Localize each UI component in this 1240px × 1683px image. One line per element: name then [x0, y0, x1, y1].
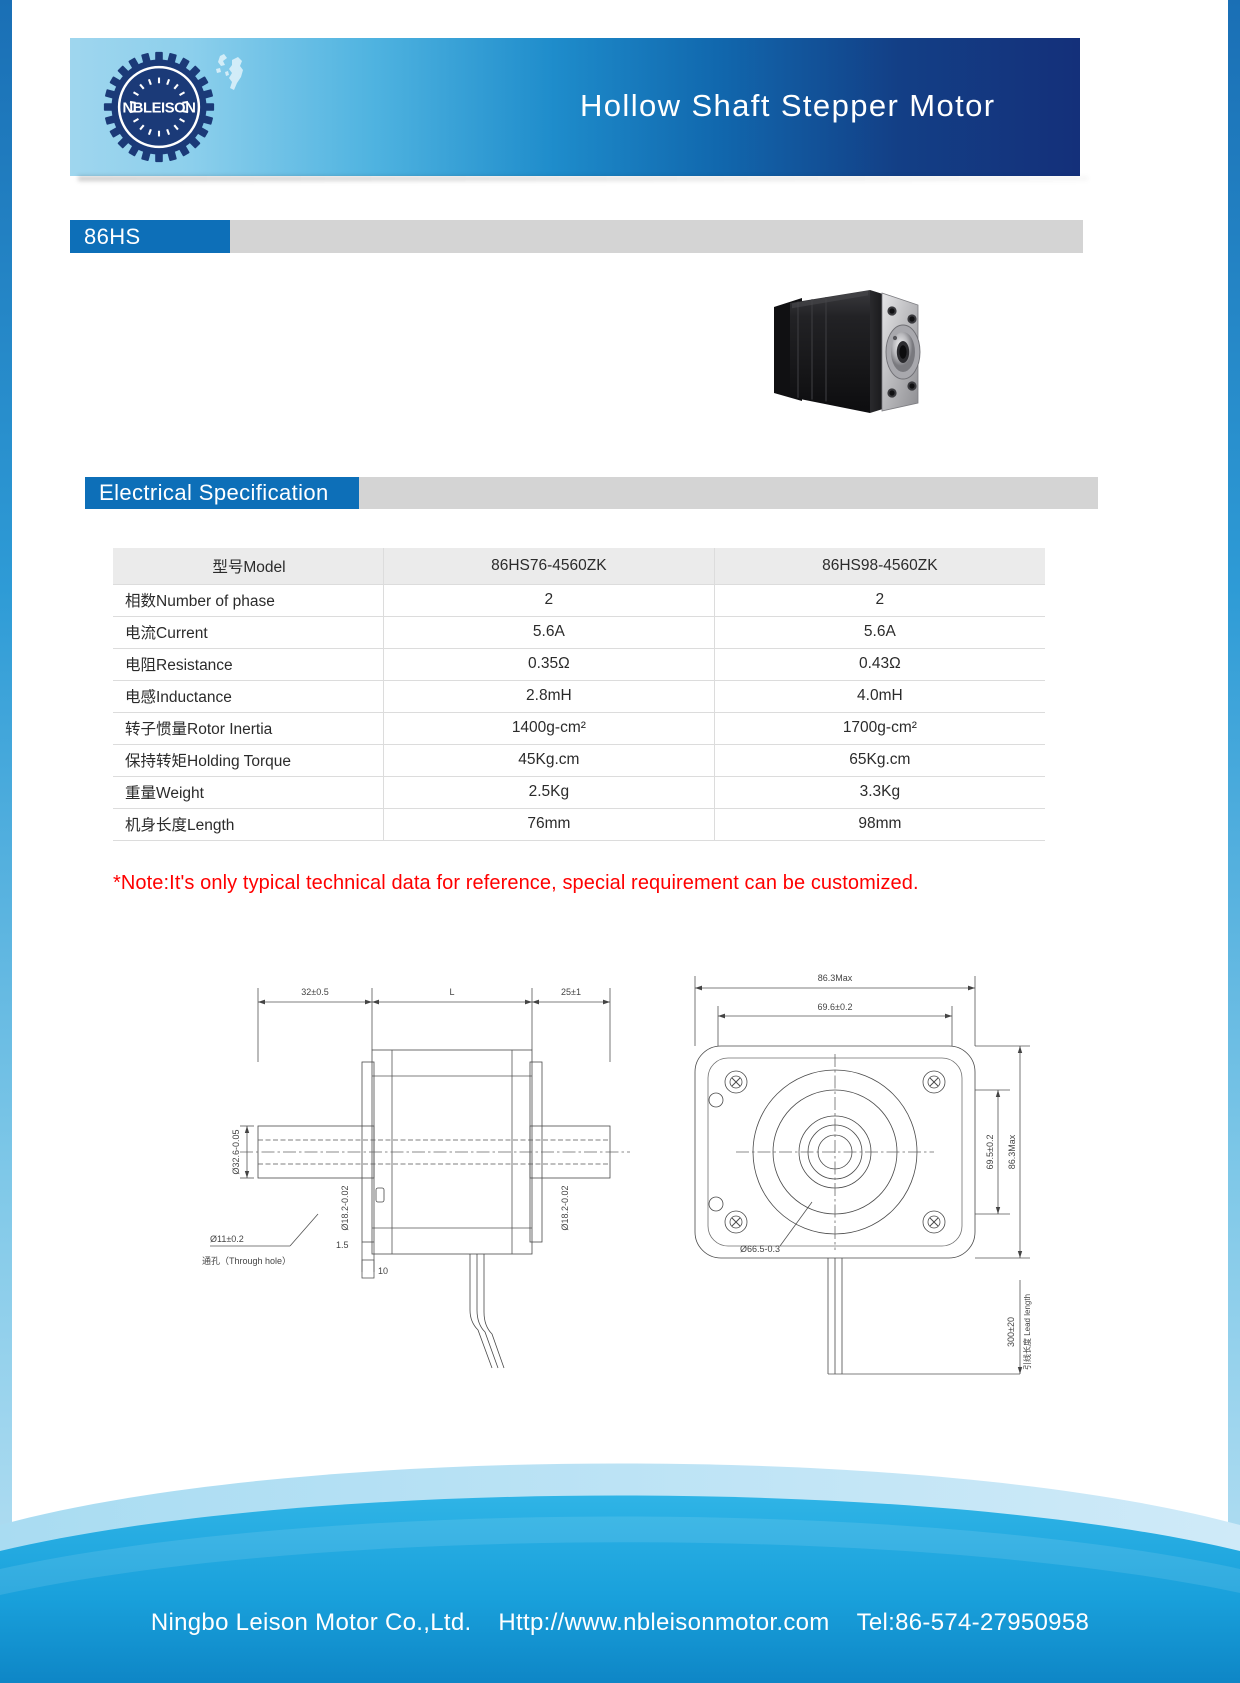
table-header-row: 型号Model 86HS76-4560ZK 86HS98-4560ZK	[113, 548, 1045, 585]
footer-telephone: Tel:86-574-27950958	[856, 1609, 1090, 1636]
dim-front: 32±0.5	[301, 987, 328, 997]
dim-throughhole: Ø11±0.2	[210, 1234, 244, 1244]
row-value-1: 2.5Kg	[383, 776, 715, 809]
section-label-series: 86HS	[70, 220, 230, 253]
row-value-2: 1700g-cm²	[714, 712, 1045, 745]
table-row: 保持转矩Holding Torque 45Kg.cm 65Kg.cm	[113, 744, 1045, 777]
row-value-2: 98mm	[714, 808, 1045, 841]
footer-wave-band	[0, 1463, 1240, 1683]
row-value-1: 1400g-cm²	[383, 712, 715, 745]
table-row: 电流Current 5.6A 5.6A	[113, 616, 1045, 649]
section-tail-series	[230, 220, 1083, 253]
uk-map-silhouette-icon	[216, 54, 243, 90]
dim-small-1: 1.5	[336, 1240, 349, 1250]
row-value-1: 0.35Ω	[383, 648, 715, 681]
row-value-1: 76mm	[383, 808, 715, 841]
page-edge-stripe-right	[1228, 0, 1240, 1683]
table-row: 机身长度Length 76mm 98mm	[113, 808, 1045, 841]
table-row: 转子惯量Rotor Inertia 1400g-cm² 1700g-cm²	[113, 712, 1045, 745]
product-photo-hollow-shaft-stepper-motor	[774, 290, 921, 413]
table-header-model-2: 86HS98-4560ZK	[714, 548, 1045, 585]
table-header-model: 型号Model	[113, 548, 384, 585]
company-logo: NBLEISON	[102, 50, 216, 164]
row-label: 重量Weight	[113, 776, 384, 809]
dim-bolt: 69.6±0.2	[818, 1002, 853, 1012]
row-label: 电流Current	[113, 616, 384, 649]
drawing-canvas: 32±0.5 L 25±1	[202, 973, 1032, 1375]
dim-bore-left: Ø18.2-0.02	[340, 1185, 350, 1230]
row-value-2: 5.6A	[714, 616, 1045, 649]
technical-data-note: *Note:It's only typical technical data f…	[113, 872, 919, 894]
dim-pilot: Ø66.5-0.3	[740, 1244, 780, 1254]
row-value-2: 4.0mH	[714, 680, 1045, 713]
row-label: 转子惯量Rotor Inertia	[113, 712, 384, 745]
table-row: 重量Weight 2.5Kg 3.3Kg	[113, 776, 1045, 809]
section-header-series: 86HS	[70, 220, 1083, 253]
section-label-electrical: Electrical Specification	[85, 477, 359, 509]
dimensional-drawings: 32±0.5 L 25±1	[140, 950, 1040, 1420]
row-label: 机身长度Length	[113, 808, 384, 841]
dim-height-inner: 69.5±0.2	[985, 1135, 995, 1170]
dim-body: L	[449, 987, 454, 997]
table-header-model-1: 86HS76-4560ZK	[383, 548, 715, 585]
page-title: Hollow Shaft Stepper Motor	[580, 88, 996, 123]
gear-badge-icon: NBLEISON	[103, 51, 215, 163]
label-lead: 引线长度 Lead length	[1022, 1294, 1032, 1370]
section-tail-electrical	[359, 477, 1098, 509]
dim-shaft-od: Ø32.6-0.05	[231, 1129, 241, 1174]
row-value-2: 2	[714, 584, 1045, 617]
page-edge-stripe-left	[0, 0, 12, 1683]
row-value-1: 2.8mH	[383, 680, 715, 713]
row-value-1: 2	[383, 584, 715, 617]
dim-rear: 25±1	[561, 987, 581, 997]
section-header-electrical: Electrical Specification	[85, 477, 1098, 509]
footer-website[interactable]: Http://www.nbleisonmotor.com	[498, 1609, 830, 1636]
dim-lead: 300±20	[1006, 1317, 1016, 1347]
page-header-banner: NBLEISON Hollow Shaft Stepper Motor	[70, 38, 1080, 176]
label-throughhole: 通孔（Through hole）	[202, 1256, 291, 1266]
table-row: 电感Inductance 2.8mH 4.0mH	[113, 680, 1045, 713]
row-value-1: 45Kg.cm	[383, 744, 715, 777]
row-label: 电阻Resistance	[113, 648, 384, 681]
electrical-specification-table: 型号Model 86HS76-4560ZK 86HS98-4560ZK 相数Nu…	[113, 548, 1045, 841]
logo-wordmark: NBLEISON	[122, 101, 195, 117]
row-value-2: 0.43Ω	[714, 648, 1045, 681]
table-row: 电阻Resistance 0.35Ω 0.43Ω	[113, 648, 1045, 681]
footer-contact-bar: Ningbo Leison Motor Co.,Ltd. Http://www.…	[0, 1609, 1240, 1637]
dim-outer: 86.3Max	[818, 973, 853, 983]
header-shadow	[78, 176, 1088, 181]
dim-small-2: 10	[378, 1266, 388, 1276]
row-value-2: 65Kg.cm	[714, 744, 1045, 777]
table-row: 相数Number of phase 2 2	[113, 584, 1045, 617]
row-label: 保持转矩Holding Torque	[113, 744, 384, 777]
row-value-2: 3.3Kg	[714, 776, 1045, 809]
row-label: 相数Number of phase	[113, 584, 384, 617]
dim-bore-right: Ø18.2-0.02	[560, 1185, 570, 1230]
row-label: 电感Inductance	[113, 680, 384, 713]
dim-height-outer: 86.3Max	[1007, 1134, 1017, 1169]
footer-company: Ningbo Leison Motor Co.,Ltd.	[150, 1609, 472, 1636]
row-value-1: 5.6A	[383, 616, 715, 649]
